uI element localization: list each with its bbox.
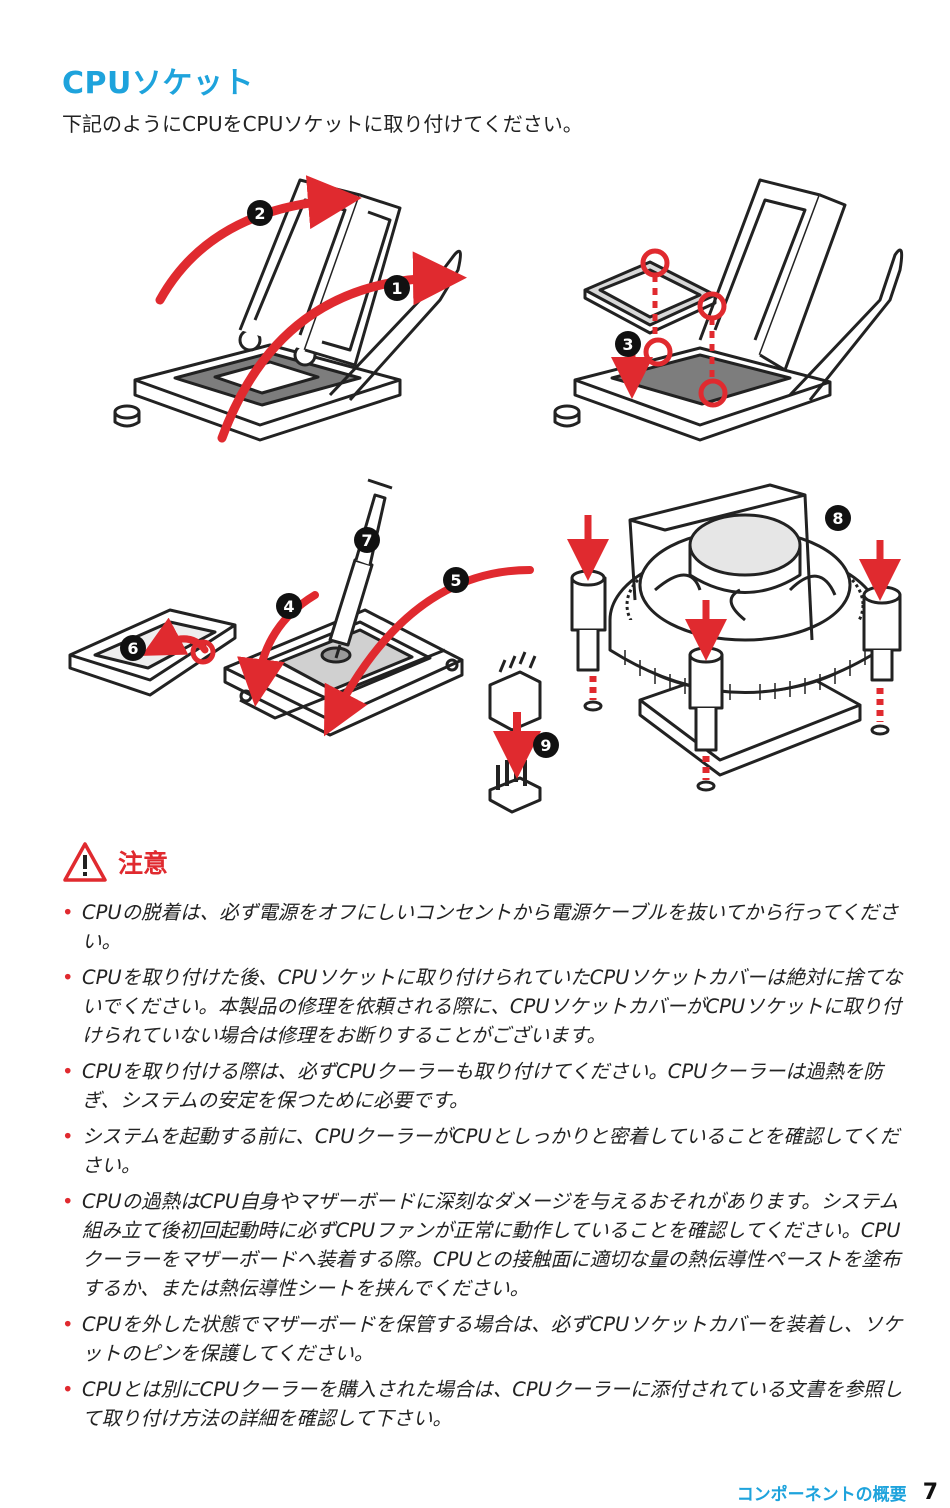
bullet-icon: • xyxy=(62,1313,74,1336)
step-badge-8: 8 xyxy=(825,505,851,531)
svg-text:5: 5 xyxy=(450,571,461,590)
bullet-icon: • xyxy=(62,901,74,924)
panel-open-socket xyxy=(113,178,462,442)
fan-connector xyxy=(488,651,542,814)
caution-item: •CPUの脱着は、必ず電源をオフにしいコンセントから電源ケーブルを抜いてから行っ… xyxy=(62,898,914,956)
step-badge-1: 1 xyxy=(384,275,410,301)
step-badge-9: 9 xyxy=(533,732,559,758)
intro-text: 下記のようにCPUをCPUソケットに取り付けてください。 xyxy=(62,112,583,136)
warning-triangle-icon xyxy=(63,842,107,882)
cpu-installation-illustration: 2 1 3 xyxy=(68,175,904,814)
panel-place-cpu xyxy=(553,178,904,442)
caution-item: •システムを起動する前に、CPUクーラーがCPUとしっかりと密着していることを確… xyxy=(62,1122,914,1180)
step-badge-5: 5 xyxy=(443,567,469,593)
caution-list: •CPUの脱着は、必ず電源をオフにしいコンセントから電源ケーブルを抜いてから行っ… xyxy=(62,898,914,1440)
bullet-icon: • xyxy=(62,1190,74,1213)
caution-heading: 注意 xyxy=(62,838,168,886)
footer-section-title: コンポーネントの概要 xyxy=(736,1484,907,1505)
caution-item: •CPUの過熱はCPU自身やマザーボードに深刻なダメージを与えるおそれがあります… xyxy=(62,1187,914,1303)
page-title: CPUソケット xyxy=(62,66,254,101)
step-badge-6: 6 xyxy=(120,635,146,661)
bullet-icon: • xyxy=(62,1125,74,1148)
panel-close-socket xyxy=(68,478,464,737)
svg-text:7: 7 xyxy=(361,531,372,550)
page-footer: コンポーネントの概要 7 xyxy=(737,1476,938,1508)
svg-text:8: 8 xyxy=(832,509,843,528)
page-number: 7 xyxy=(922,1479,938,1505)
svg-text:6: 6 xyxy=(127,639,138,658)
bullet-icon: • xyxy=(62,1060,74,1083)
step-badge-3: 3 xyxy=(615,331,641,357)
svg-text:1: 1 xyxy=(391,279,402,298)
svg-text:9: 9 xyxy=(540,736,551,755)
caution-item: •CPUを外した状態でマザーボードを保管する場合は、必ずCPUソケットカバーを装… xyxy=(62,1310,914,1368)
step-badge-4: 4 xyxy=(276,593,302,619)
svg-text:4: 4 xyxy=(283,597,294,616)
bullet-icon: • xyxy=(62,966,74,989)
caution-label: 注意 xyxy=(118,849,169,878)
cpu-cooler xyxy=(570,483,902,792)
step-badge-2: 2 xyxy=(247,200,273,226)
step-badge-7: 7 xyxy=(354,527,380,553)
bullet-icon: • xyxy=(62,1378,74,1401)
svg-text:3: 3 xyxy=(622,335,633,354)
caution-item: •CPUを取り付ける際は、必ずCPUクーラーも取り付けてください。CPUクーラー… xyxy=(62,1057,914,1115)
svg-text:2: 2 xyxy=(254,204,265,223)
caution-item: •CPUとは別にCPUクーラーを購入された場合は、CPUクーラーに添付されている… xyxy=(62,1375,914,1433)
caution-item: •CPUを取り付けた後、CPUソケットに取り付けられていたCPUソケットカバーは… xyxy=(62,963,914,1050)
